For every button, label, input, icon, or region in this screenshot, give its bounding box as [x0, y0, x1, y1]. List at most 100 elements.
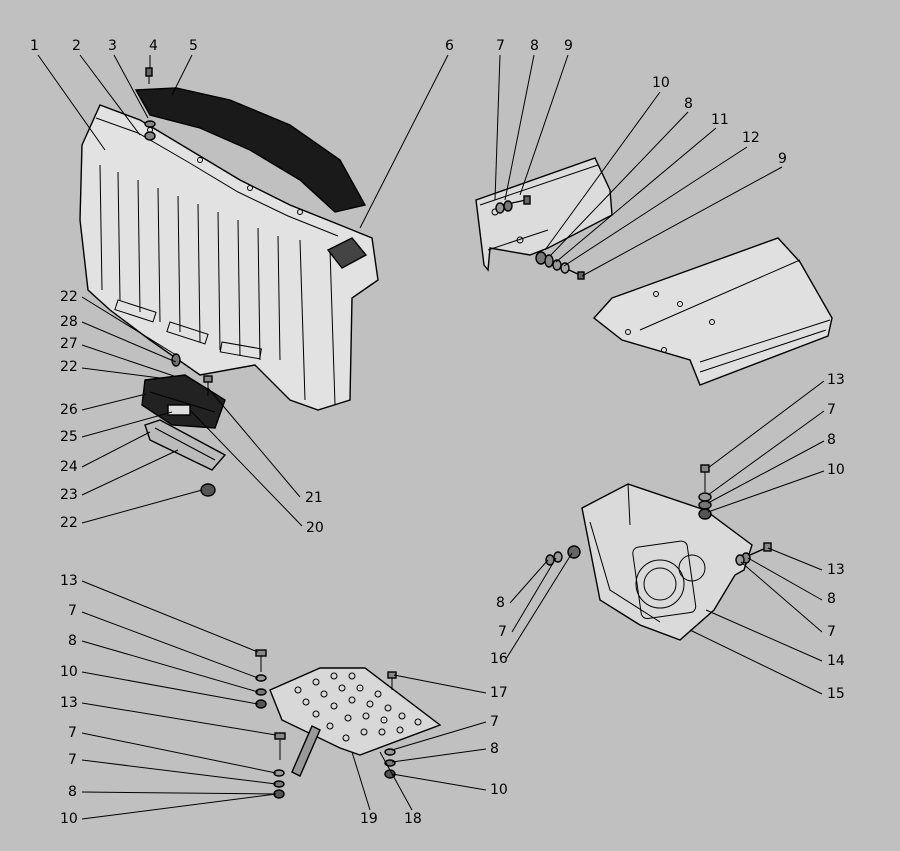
callout-15: 13: [827, 372, 845, 388]
callout-21: 7: [827, 624, 836, 640]
screw-4: [145, 67, 153, 84]
leader-line-1: [37, 54, 106, 151]
washer-7-fp-a: [255, 674, 267, 682]
nut-10-bp: [698, 508, 712, 520]
callout-2: 2: [72, 38, 81, 54]
leader-line-21: [740, 561, 823, 633]
leader-line-51: [351, 751, 371, 811]
callout-40: 8: [68, 633, 77, 649]
callout-12: 11: [711, 112, 729, 128]
leader-line-33: [81, 431, 151, 468]
callout-19: 13: [827, 562, 845, 578]
callout-35: 22: [60, 515, 78, 531]
leader-line-45: [81, 791, 277, 795]
callout-34: 23: [60, 487, 78, 503]
leader-line-34: [81, 449, 179, 496]
leader-line-14: [581, 166, 783, 277]
leader-line-36: [207, 387, 301, 498]
callout-49: 8: [490, 741, 499, 757]
callout-18: 10: [827, 462, 845, 478]
leader-line-39: [81, 611, 259, 679]
leader-line-49: [391, 748, 487, 763]
leader-line-22: [705, 609, 823, 662]
leader-line-47: [393, 674, 487, 694]
callout-4: 4: [149, 38, 158, 54]
leader-line-46: [81, 793, 277, 820]
cover-plate: [592, 237, 833, 386]
callout-17: 8: [827, 432, 836, 448]
washer-12: [560, 262, 570, 274]
leader-line-30: [81, 367, 161, 379]
callout-38: 13: [60, 573, 78, 589]
callout-25: 7: [498, 624, 507, 640]
seal-strip: [134, 87, 367, 213]
callout-50: 10: [490, 782, 508, 798]
bolt-9-right: [568, 269, 585, 280]
leader-line-40: [81, 640, 259, 693]
callout-26: 16: [490, 651, 508, 667]
callout-22: 14: [827, 653, 845, 669]
nut-2: [144, 131, 156, 141]
washer-7-left: [553, 551, 563, 563]
leader-line-3: [113, 54, 149, 119]
callout-11: 8: [684, 96, 693, 112]
leader-line-27: [81, 296, 177, 356]
callout-37: 20: [306, 520, 324, 536]
nut-22-bottom: [200, 483, 216, 497]
washer-8-top: [503, 200, 513, 212]
leader-line-52: [379, 751, 413, 811]
callout-41: 10: [60, 664, 78, 680]
leader-line-9: [519, 54, 569, 196]
support-rod: [291, 725, 321, 777]
leader-lines: [37, 54, 825, 820]
leader-line-19: [767, 547, 823, 571]
callout-10: 10: [652, 75, 670, 91]
leader-line-10: [544, 91, 661, 251]
leader-line-43: [81, 732, 277, 774]
callout-6: 6: [445, 38, 454, 54]
callout-43: 7: [68, 725, 77, 741]
callout-30: 22: [60, 359, 78, 375]
callout-8: 8: [530, 38, 539, 54]
grille-frame: [79, 104, 379, 411]
leader-line-13: [563, 146, 748, 267]
callout-9: 9: [564, 38, 573, 54]
pad-support: [144, 419, 227, 471]
callout-27: 22: [60, 289, 78, 305]
callout-31: 26: [60, 402, 78, 418]
leader-line-35: [81, 489, 203, 524]
bolt-13-side: [749, 542, 772, 556]
washer-7-top: [495, 202, 505, 214]
leader-line-50: [391, 773, 487, 791]
callout-46: 10: [60, 811, 78, 827]
callout-39: 7: [68, 603, 77, 619]
bolt-28: [171, 353, 181, 367]
callout-5: 5: [189, 38, 198, 54]
leader-line-17: [707, 440, 825, 504]
leader-line-16: [707, 410, 825, 496]
callout-3: 3: [108, 38, 117, 54]
leader-line-41: [81, 671, 259, 705]
leader-line-7: [494, 54, 501, 201]
washer-3: [144, 120, 156, 128]
washer-8-fp-a: [255, 688, 267, 696]
leader-line-8: [504, 54, 535, 201]
leader-line-20: [747, 557, 823, 601]
leader-line-5: [171, 54, 193, 96]
callout-32: 25: [60, 429, 78, 445]
callout-23: 15: [827, 686, 845, 702]
washer-7-fp-c: [384, 748, 396, 756]
leader-line-48: [391, 721, 487, 751]
leader-line-18: [707, 470, 825, 513]
callout-42: 13: [60, 695, 78, 711]
callout-29: 27: [60, 336, 78, 352]
hood-bracket: [475, 157, 613, 272]
bolt-13-fp-b: [274, 732, 286, 760]
bottom-panel: [581, 483, 753, 641]
leader-line-24: [509, 559, 549, 604]
callout-7: 7: [496, 38, 505, 54]
spacer-25: [167, 404, 191, 416]
bolt-13-fp-a: [255, 649, 267, 672]
leader-line-11: [549, 111, 689, 257]
